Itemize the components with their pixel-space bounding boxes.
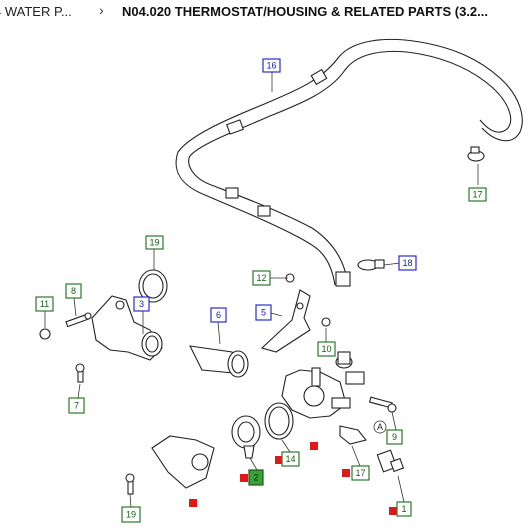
callout-5[interactable]: 5 — [255, 304, 272, 321]
page-title: N04.020 THERMOSTAT/HOUSING & RELATED PAR… — [122, 4, 488, 19]
svg-text:16: 16 — [266, 61, 276, 71]
bolt-19 — [125, 473, 135, 495]
callout-15[interactable]: 17 — [468, 187, 487, 202]
hose-clamp-15 — [467, 146, 485, 162]
callout-19[interactable]: 19 — [121, 506, 141, 523]
thermostat-cover — [151, 435, 215, 489]
svg-text:12: 12 — [256, 273, 266, 283]
callout-10[interactable]: 10 — [317, 341, 336, 357]
bolt-11 — [39, 328, 51, 340]
svg-text:19: 19 — [126, 510, 136, 520]
svg-text:1: 1 — [401, 504, 406, 514]
upper-hose — [175, 38, 523, 287]
thermostat-2 — [231, 415, 261, 459]
leader-lines — [44, 72, 479, 509]
thermostat-housing — [281, 351, 365, 419]
callout-9[interactable]: 9 — [386, 429, 403, 445]
svg-text:18: 18 — [402, 258, 412, 268]
svg-text:19: 19 — [149, 238, 159, 248]
callout-17[interactable]: 17 — [351, 465, 370, 481]
svg-text:8: 8 — [71, 286, 76, 296]
bolt-8 — [65, 312, 92, 328]
hose-clamp-16 — [357, 259, 385, 271]
bolt-7 — [75, 363, 85, 383]
svg-text:5: 5 — [261, 308, 266, 318]
callout-6[interactable]: 6 — [210, 307, 227, 323]
svg-text:9: 9 — [392, 432, 397, 442]
svg-text:17: 17 — [472, 190, 482, 200]
callout-18[interactable]: 19 — [145, 235, 164, 250]
chevron-right-icon: › — [99, 2, 104, 18]
callout-12[interactable]: 12 — [252, 270, 271, 286]
header-bar: 4 WATER P... › N04.020 THERMOSTAT/HOUSIN… — [0, 0, 532, 26]
svg-text:2: 2 — [253, 473, 258, 483]
annotation-label: A — [377, 422, 383, 432]
bracket-5 — [260, 289, 311, 353]
svg-text:6: 6 — [216, 310, 221, 320]
callout-8[interactable]: 8 — [65, 283, 82, 299]
callout-7[interactable]: 7 — [68, 397, 85, 414]
callout-14[interactable]: 16 — [262, 58, 281, 73]
svg-text:3: 3 — [139, 299, 144, 309]
o-ring-18 — [138, 269, 168, 303]
svg-text:7: 7 — [74, 401, 79, 411]
callout-3[interactable]: 3 — [133, 296, 150, 312]
breadcrumb-previous[interactable]: 4 WATER P... — [0, 4, 72, 19]
coolant-pipe-3 — [91, 295, 163, 361]
clip-17 — [339, 425, 367, 445]
svg-text:14: 14 — [285, 454, 295, 464]
red-markers — [189, 442, 397, 515]
callout-11[interactable]: 11 — [35, 296, 54, 312]
annotation-a: A — [373, 420, 387, 434]
bolt-9 — [368, 396, 397, 413]
gasket-13 — [264, 402, 294, 440]
bypass-hose-6 — [189, 345, 249, 378]
callout-13[interactable]: 14 — [281, 451, 300, 467]
sensor-1 — [376, 449, 405, 473]
bolt-10 — [321, 317, 331, 327]
svg-text:10: 10 — [321, 344, 331, 354]
svg-text:17: 17 — [355, 468, 365, 478]
callout-1[interactable]: 1 — [396, 501, 412, 517]
svg-text:11: 11 — [40, 299, 49, 309]
callout-2[interactable]: 2 — [248, 469, 264, 486]
callout-16[interactable]: 18 — [398, 255, 417, 271]
